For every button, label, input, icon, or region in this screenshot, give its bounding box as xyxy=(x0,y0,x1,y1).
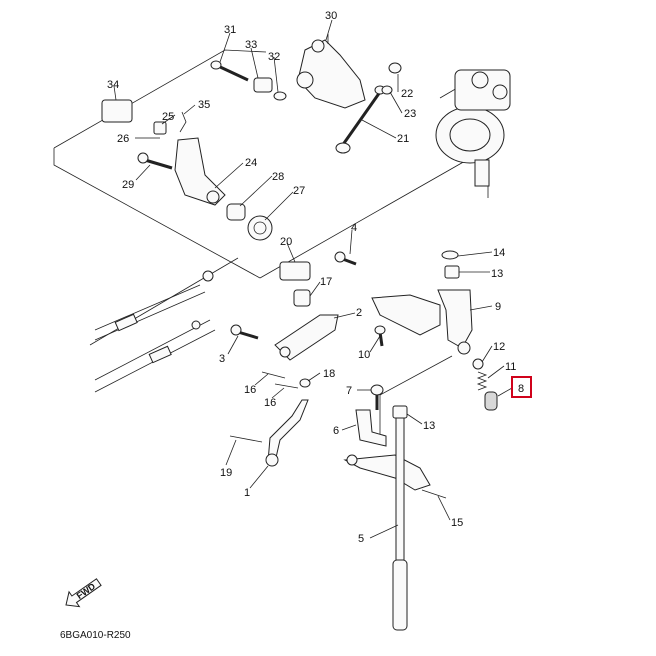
part-label-5[interactable]: 5 xyxy=(358,533,364,545)
joint-22-23 xyxy=(381,62,402,95)
ball-12 xyxy=(472,358,484,370)
part-label-18[interactable]: 18 xyxy=(323,368,335,380)
lower-assembly-frame xyxy=(89,257,453,440)
part-label-3[interactable]: 3 xyxy=(219,353,225,365)
part-label-28[interactable]: 28 xyxy=(272,171,284,183)
part-label-13b[interactable]: 13 xyxy=(423,420,435,432)
part-label-33[interactable]: 33 xyxy=(245,39,257,51)
collar-25 xyxy=(153,121,167,135)
bolt-3 xyxy=(230,324,259,340)
diagram-code: 6BGA010-R250 xyxy=(60,630,131,641)
part-label-24[interactable]: 24 xyxy=(245,157,257,169)
bracket-2 xyxy=(274,314,339,361)
part-label-27[interactable]: 27 xyxy=(293,185,305,197)
collar-17 xyxy=(293,289,311,307)
pin-16 xyxy=(261,371,299,389)
plunger-8 xyxy=(484,391,498,411)
nut-13-upper xyxy=(444,265,460,279)
bracket-plate xyxy=(371,294,441,336)
washer-14 xyxy=(441,250,459,260)
clip-19 xyxy=(229,435,263,443)
spring-11 xyxy=(476,371,488,391)
part-label-21[interactable]: 21 xyxy=(397,133,409,145)
washer-18 xyxy=(299,378,311,388)
part-label-2[interactable]: 2 xyxy=(356,307,362,319)
collar-33 xyxy=(253,77,273,93)
highlight-box xyxy=(511,376,532,398)
bolt-10 xyxy=(374,325,386,347)
part-label-17[interactable]: 17 xyxy=(320,276,332,288)
part-label-16b[interactable]: 16 xyxy=(264,397,276,409)
part-label-29[interactable]: 29 xyxy=(122,179,134,191)
arm-plate xyxy=(343,454,431,491)
part-label-12[interactable]: 12 xyxy=(493,341,505,353)
part-labels: 31 33 32 30 22 23 21 34 25 35 26 29 24 2… xyxy=(107,10,524,545)
part-label-9[interactable]: 9 xyxy=(495,301,501,313)
washer-32 xyxy=(273,91,287,101)
part-label-19[interactable]: 19 xyxy=(220,467,232,479)
part-label-26[interactable]: 26 xyxy=(117,133,129,145)
throttle-lever-30 xyxy=(296,34,366,109)
bracket-6 xyxy=(355,409,387,447)
part-label-15[interactable]: 15 xyxy=(451,517,463,529)
joint-34 xyxy=(101,99,133,123)
throttle-cables xyxy=(94,270,216,393)
part-label-22[interactable]: 22 xyxy=(401,88,413,100)
part-label-30[interactable]: 30 xyxy=(325,10,337,22)
part-label-14[interactable]: 14 xyxy=(493,247,505,259)
clip-15 xyxy=(421,489,447,499)
lever-1 xyxy=(265,399,309,467)
clip-35 xyxy=(179,111,187,133)
shaft-5 xyxy=(392,417,408,631)
part-label-34[interactable]: 34 xyxy=(107,79,119,91)
part-label-16a[interactable]: 16 xyxy=(244,384,256,396)
part-label-23[interactable]: 23 xyxy=(404,108,416,120)
leader-lines xyxy=(113,19,513,539)
joint-20 xyxy=(279,261,311,281)
part-label-10[interactable]: 10 xyxy=(358,349,370,361)
spring-27 xyxy=(247,215,273,241)
bolt-7 xyxy=(370,384,384,410)
nut-13-lower xyxy=(392,405,408,419)
part-label-32[interactable]: 32 xyxy=(268,51,280,63)
bracket-24 xyxy=(174,137,226,206)
bolt-4 xyxy=(334,251,357,266)
part-label-6[interactable]: 6 xyxy=(333,425,339,437)
part-label-20[interactable]: 20 xyxy=(280,236,292,248)
collar-28 xyxy=(226,203,246,221)
bolt-29 xyxy=(137,152,173,170)
part-label-35[interactable]: 35 xyxy=(198,99,210,111)
part-label-25[interactable]: 25 xyxy=(162,111,174,123)
throttle-body xyxy=(435,69,511,187)
part-label-11[interactable]: 11 xyxy=(505,361,516,373)
bracket-9 xyxy=(437,289,473,355)
part-label-31[interactable]: 31 xyxy=(224,24,236,36)
part-label-7[interactable]: 7 xyxy=(346,385,352,397)
bolt-31 xyxy=(210,60,249,82)
part-label-1[interactable]: 1 xyxy=(244,487,250,499)
fwd-arrow: FWD xyxy=(65,578,102,608)
part-label-13a[interactable]: 13 xyxy=(491,268,503,280)
part-label-8[interactable]: 8 xyxy=(518,383,524,395)
part-label-4[interactable]: 4 xyxy=(351,222,357,234)
